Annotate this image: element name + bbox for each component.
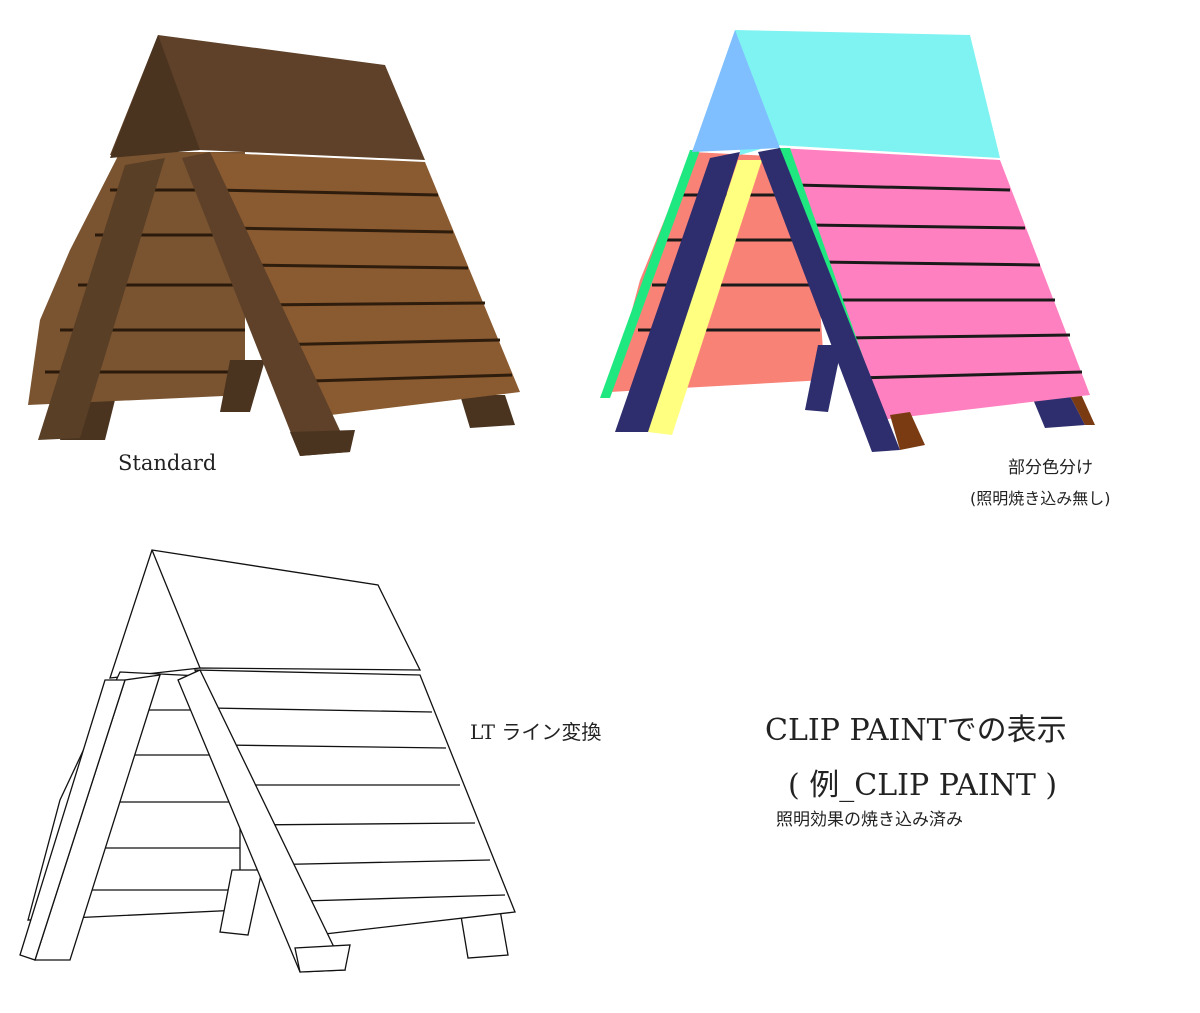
clip-paint-title: CLIP PAINTでの表示 (765, 713, 1067, 748)
parts-caption-line2: (照明焼き込み無し) (970, 489, 1111, 508)
parts-caption-line1: 部分色分け (1008, 458, 1093, 478)
line-convert-caption: LT ライン変換 (470, 720, 602, 744)
line-art-render (0, 540, 560, 1010)
clip-paint-example: ( 例_CLIP PAINT ) (788, 768, 1058, 803)
standard-render (0, 0, 560, 480)
standard-caption: Standard (118, 451, 217, 475)
clip-paint-note: 照明効果の焼き込み済み (776, 810, 963, 830)
color-parts-render (580, 0, 1120, 480)
